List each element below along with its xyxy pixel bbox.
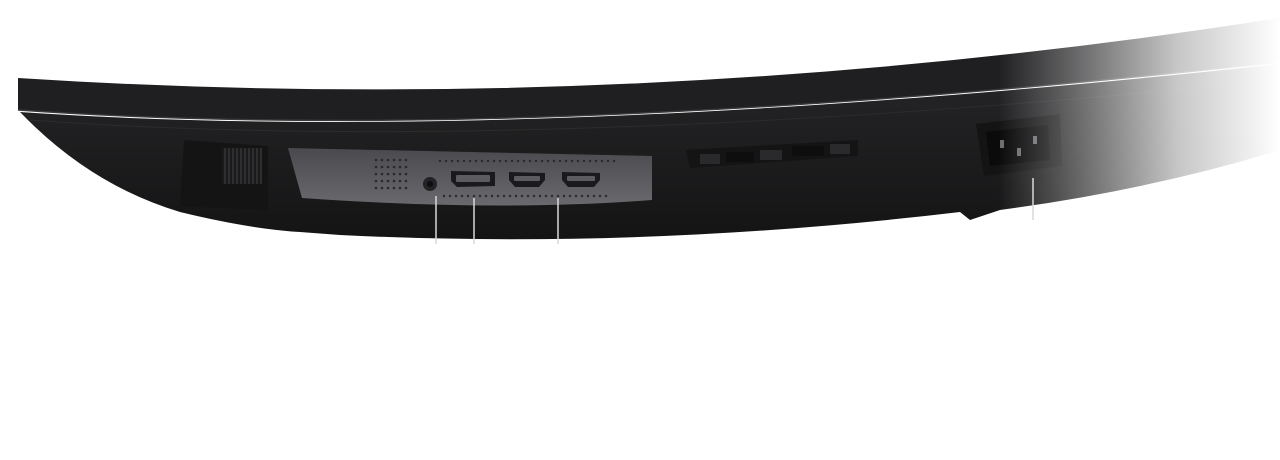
callout-lines	[435, 178, 1034, 244]
fade-overlay	[0, 0, 1280, 260]
